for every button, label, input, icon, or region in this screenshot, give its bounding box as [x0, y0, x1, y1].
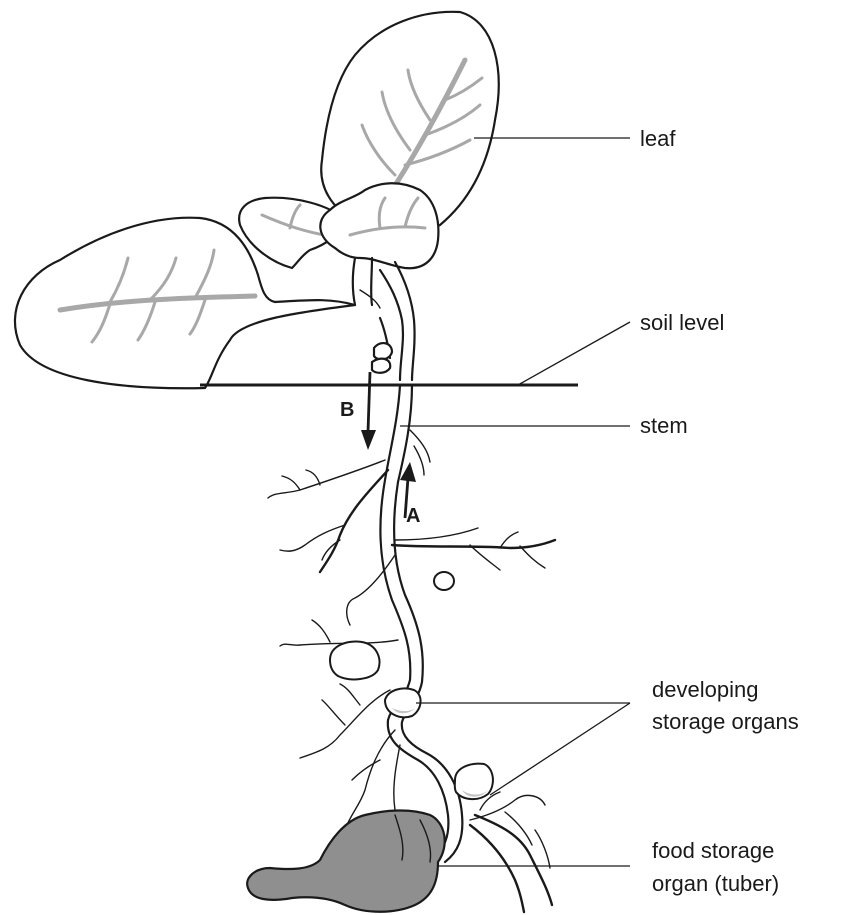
swelling-middle — [330, 642, 379, 680]
stem-label: stem — [640, 413, 688, 438]
arrow-a-label: A — [406, 505, 420, 527]
soil-level-leader — [518, 322, 630, 385]
arrow-a: A — [400, 462, 420, 527]
developing-label-line1: developing — [652, 677, 758, 702]
developing-label-line2: storage organs — [652, 709, 799, 734]
developing-organ-2 — [455, 764, 493, 799]
tuber-label-line1: food storage — [652, 838, 774, 863]
soil-level-label: soil level — [640, 310, 724, 335]
developing-leader-2 — [490, 703, 630, 795]
upper-stem — [353, 258, 415, 380]
labels: leaf soil level stem developing storage … — [640, 126, 799, 896]
arrow-b-label: B — [340, 399, 354, 421]
small-swelling-upper — [434, 572, 454, 590]
storage-organs — [330, 572, 493, 799]
tuber-label-line2: organ (tuber) — [652, 871, 779, 896]
tuber — [247, 810, 445, 911]
leaf-label: leaf — [640, 126, 676, 151]
main-stem — [380, 385, 462, 862]
